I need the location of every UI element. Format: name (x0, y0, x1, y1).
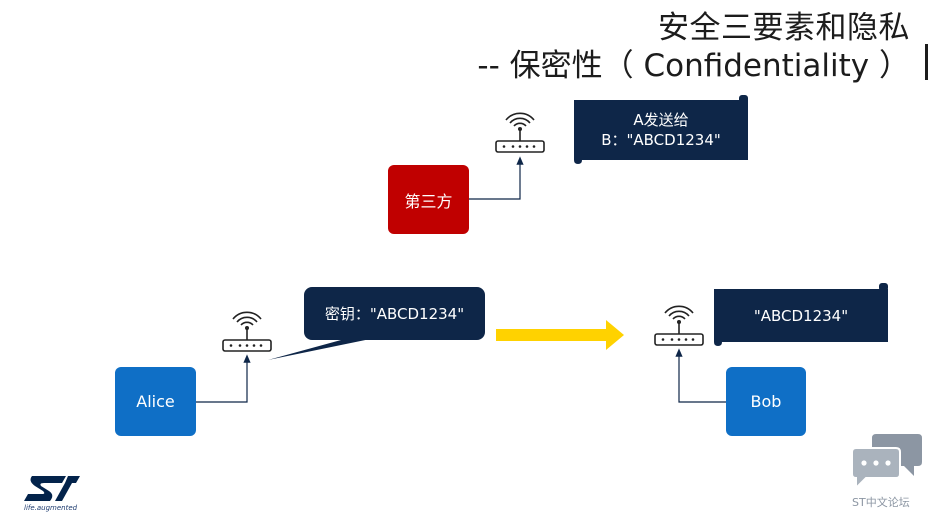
intercepted-message: A发送给 B："ABCD1234" (574, 100, 748, 160)
slide-title: 安全三要素和隐私 (658, 10, 910, 46)
intercepted-message-line2: B："ABCD1234" (601, 131, 721, 149)
key-speech-bubble: 密钥："ABCD1234" (304, 287, 485, 340)
intercepted-message-line1: A发送给 (633, 111, 689, 129)
chat-bubbles-icon (851, 434, 922, 491)
title-accent-bar (925, 44, 928, 80)
bob-received-message: "ABCD1234" (714, 289, 888, 342)
alice-node: Alice (115, 367, 196, 436)
st-logo (24, 476, 80, 501)
arrow-right-icon (496, 320, 624, 350)
bob-node: Bob (726, 367, 806, 436)
router-wifi-icon-top (495, 112, 545, 153)
third-party-node: 第三方 (388, 165, 469, 234)
router-wifi-icon-alice (222, 311, 272, 352)
forum-label: ST中文论坛 (852, 496, 910, 509)
slide-subtitle: -- 保密性（ Confidentiality ） (477, 48, 910, 84)
logo-tagline: life.augmented (24, 504, 78, 512)
router-wifi-icon-bob (654, 305, 704, 346)
